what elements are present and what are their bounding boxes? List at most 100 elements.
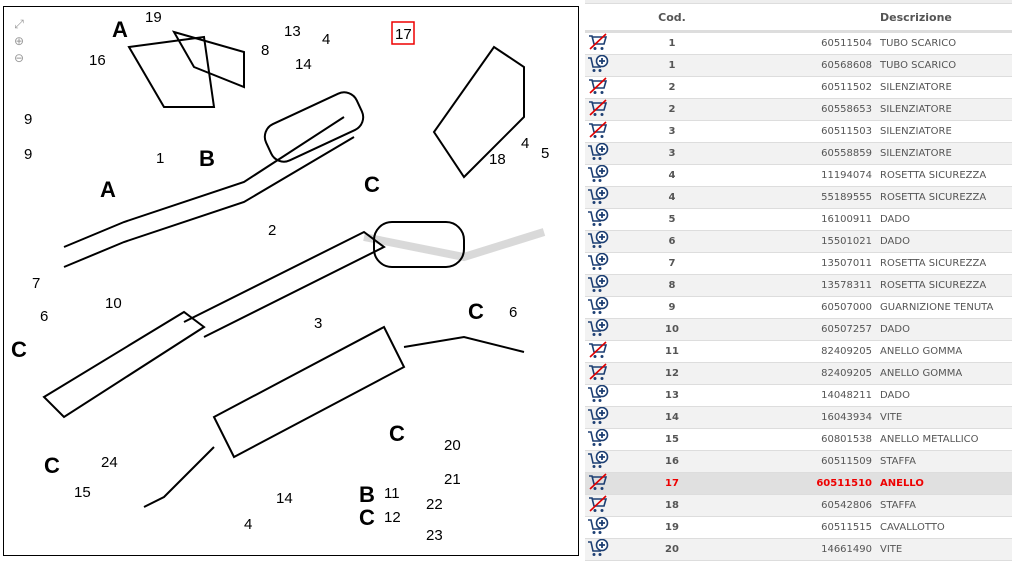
fit-icon[interactable]: ⤢ [14, 17, 24, 31]
part-description: SILENZIATORE [880, 104, 952, 115]
table-row[interactable]: 10 60507257 DADO [585, 318, 1012, 341]
svg-text:14: 14 [295, 56, 312, 73]
add-to-cart-icon[interactable] [585, 208, 617, 230]
table-row[interactable]: 2 60511502 SILENZIATORE [585, 77, 1012, 99]
position-number: 9 [668, 302, 676, 313]
part-description: DADO [880, 236, 910, 247]
add-to-cart-icon[interactable] [585, 230, 617, 252]
part-description: STAFFA [880, 456, 916, 467]
table-row[interactable]: 16 60511509 STAFFA [585, 450, 1012, 473]
position-number: 6 [668, 236, 676, 247]
svg-text:24: 24 [101, 454, 118, 471]
add-to-cart-icon[interactable] [585, 296, 617, 318]
position-number: 3 [668, 126, 676, 137]
highlight-17[interactable] [391, 21, 415, 45]
svg-text:C: C [364, 172, 380, 197]
part-code: 60511503 [821, 126, 872, 137]
cart-unavailable-icon [585, 121, 617, 142]
part-code: 60801538 [821, 434, 872, 445]
table-row[interactable]: 15 60801538 ANELLO METALLICO [585, 428, 1012, 451]
svg-text:13: 13 [284, 23, 301, 40]
position-number: 7 [668, 258, 676, 269]
add-to-cart-icon[interactable] [585, 384, 617, 406]
part-code: 11194074 [821, 170, 872, 181]
part-code: 60568608 [821, 60, 872, 71]
table-row[interactable]: 19 60511515 CAVALLOTTO [585, 516, 1012, 539]
part-code: 60542806 [821, 500, 872, 511]
add-to-cart-icon[interactable] [585, 538, 617, 560]
table-row[interactable]: 17 60511510 ANELLO [585, 473, 1012, 495]
position-number: 19 [665, 522, 679, 533]
table-row[interactable]: 6 15501021 DADO [585, 230, 1012, 253]
table-row[interactable]: 18 60542806 STAFFA [585, 495, 1012, 517]
part-description: GUARNIZIONE TENUTA [880, 302, 994, 313]
part-code: 15501021 [821, 236, 872, 247]
position-number: 16 [665, 456, 679, 467]
svg-text:9: 9 [24, 146, 32, 163]
add-to-cart-icon[interactable] [585, 516, 617, 538]
position-number: 10 [665, 324, 679, 335]
cart-unavailable-icon [585, 473, 617, 494]
add-to-cart-icon[interactable] [585, 318, 617, 340]
diagram-toolbar: ⤢ ⊕ ⊖ [12, 17, 26, 65]
add-to-cart-icon[interactable] [585, 54, 617, 76]
table-row[interactable]: 9 60507000 GUARNIZIONE TENUTA [585, 296, 1012, 319]
table-row[interactable]: 4 55189555 ROSETTA SICUREZZA [585, 186, 1012, 209]
part-code: 60511502 [821, 82, 872, 93]
svg-text:5: 5 [541, 145, 549, 162]
svg-text:4: 4 [322, 31, 330, 48]
zoom-in-icon[interactable]: ⊕ [13, 34, 25, 48]
part-code: 16043934 [821, 412, 872, 423]
part-code: 60558653 [821, 104, 872, 115]
add-to-cart-icon[interactable] [585, 252, 617, 274]
table-row[interactable]: 12 82409205 ANELLO GOMMA [585, 363, 1012, 385]
position-number: 18 [665, 500, 679, 511]
part-description: CAVALLOTTO [880, 522, 945, 533]
add-to-cart-icon[interactable] [585, 186, 617, 208]
add-to-cart-icon[interactable] [585, 450, 617, 472]
part-description: ROSETTA SICUREZZA [880, 170, 987, 181]
add-to-cart-icon[interactable] [585, 142, 617, 164]
cart-unavailable-icon [585, 363, 617, 384]
part-code: 60507000 [821, 302, 872, 313]
add-to-cart-icon[interactable] [585, 274, 617, 296]
svg-text:4: 4 [244, 516, 252, 533]
part-description: TUBO SCARICO [880, 60, 957, 71]
svg-text:3: 3 [314, 315, 322, 332]
table-row[interactable]: 7 13507011 ROSETTA SICUREZZA [585, 252, 1012, 275]
table-row[interactable]: 13 14048211 DADO [585, 384, 1012, 407]
svg-text:A: A [100, 177, 116, 202]
zoom-out-icon[interactable]: ⊖ [13, 51, 25, 65]
add-to-cart-icon[interactable] [585, 428, 617, 450]
add-to-cart-icon[interactable] [585, 406, 617, 428]
svg-text:20: 20 [444, 437, 461, 454]
table-row[interactable]: 11 82409205 ANELLO GOMMA [585, 341, 1012, 363]
cart-unavailable-icon [585, 341, 617, 362]
part-code: 60511504 [821, 38, 872, 49]
part-code: 14048211 [821, 390, 872, 401]
position-number: 4 [668, 170, 676, 181]
part-description: DADO [880, 324, 910, 335]
svg-text:1: 1 [156, 150, 164, 167]
table-row[interactable]: 3 60558859 SILENZIATORE [585, 142, 1012, 165]
table-row[interactable]: 2 60558653 SILENZIATORE [585, 99, 1012, 121]
svg-text:19: 19 [145, 9, 162, 26]
table-row[interactable]: 8 13578311 ROSETTA SICUREZZA [585, 274, 1012, 297]
table-row[interactable]: 4 11194074 ROSETTA SICUREZZA [585, 164, 1012, 187]
add-to-cart-icon[interactable] [585, 164, 617, 186]
svg-text:C: C [389, 421, 405, 446]
position-number: 12 [665, 368, 679, 379]
table-row[interactable]: 1 60511504 TUBO SCARICO [585, 33, 1012, 55]
table-row[interactable]: 3 60511503 SILENZIATORE [585, 121, 1012, 143]
svg-text:22: 22 [426, 496, 443, 513]
cart-unavailable-icon [585, 495, 617, 516]
table-row[interactable]: 1 60568608 TUBO SCARICO [585, 54, 1012, 77]
part-code: 13578311 [821, 280, 872, 291]
svg-text:16: 16 [89, 52, 106, 69]
table-row[interactable]: 5 16100911 DADO [585, 208, 1012, 231]
part-code: 60511510 [816, 478, 872, 489]
table-row[interactable]: 14 16043934 VITE [585, 406, 1012, 429]
cart-unavailable-icon [585, 99, 617, 120]
svg-text:B: B [359, 482, 375, 507]
